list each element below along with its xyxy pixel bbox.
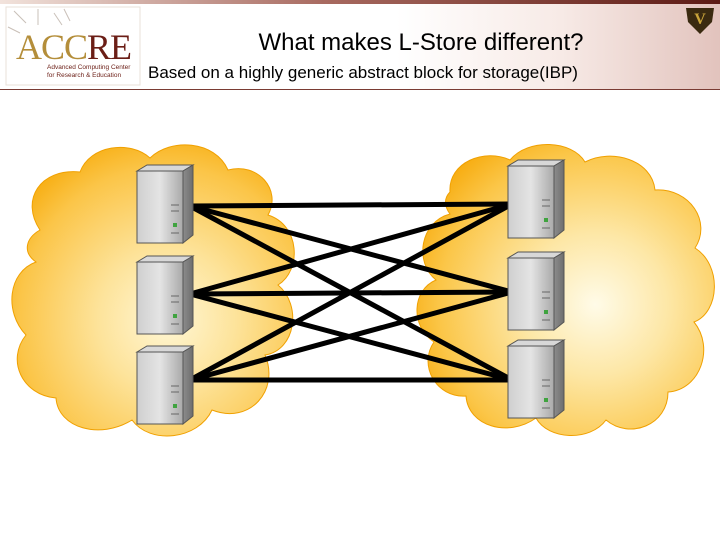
svg-text:V: V bbox=[694, 11, 706, 28]
link-l3-r2 bbox=[187, 289, 515, 383]
link-l2-r1 bbox=[187, 201, 515, 297]
vanderbilt-emblem: V bbox=[686, 8, 714, 34]
interconnect-links bbox=[187, 201, 515, 383]
link-l3-r1 bbox=[187, 201, 515, 383]
server-icon bbox=[135, 164, 195, 245]
server-icon bbox=[506, 251, 566, 332]
header-divider bbox=[0, 89, 720, 90]
logo-wordmark: ACCRE bbox=[16, 27, 132, 67]
server-icon bbox=[135, 345, 195, 426]
header-top-strip bbox=[0, 0, 720, 4]
storage-network-diagram bbox=[11, 144, 715, 437]
slide-header: ACCRE Advanced Computing Center for Rese… bbox=[0, 0, 720, 90]
slide-title: What makes L-Store different? bbox=[258, 29, 584, 56]
server-icon bbox=[135, 255, 195, 336]
logo-tagline: Advanced Computing Center for Research &… bbox=[47, 64, 131, 79]
header-gradient bbox=[0, 4, 720, 90]
server-icon bbox=[506, 339, 566, 420]
server-icon bbox=[506, 159, 566, 240]
accre-logo: ACCRE Advanced Computing Center for Rese… bbox=[4, 5, 142, 87]
slide-subtitle: Based on a highly generic abstract block… bbox=[148, 63, 578, 82]
link-l1-r1 bbox=[187, 201, 515, 209]
